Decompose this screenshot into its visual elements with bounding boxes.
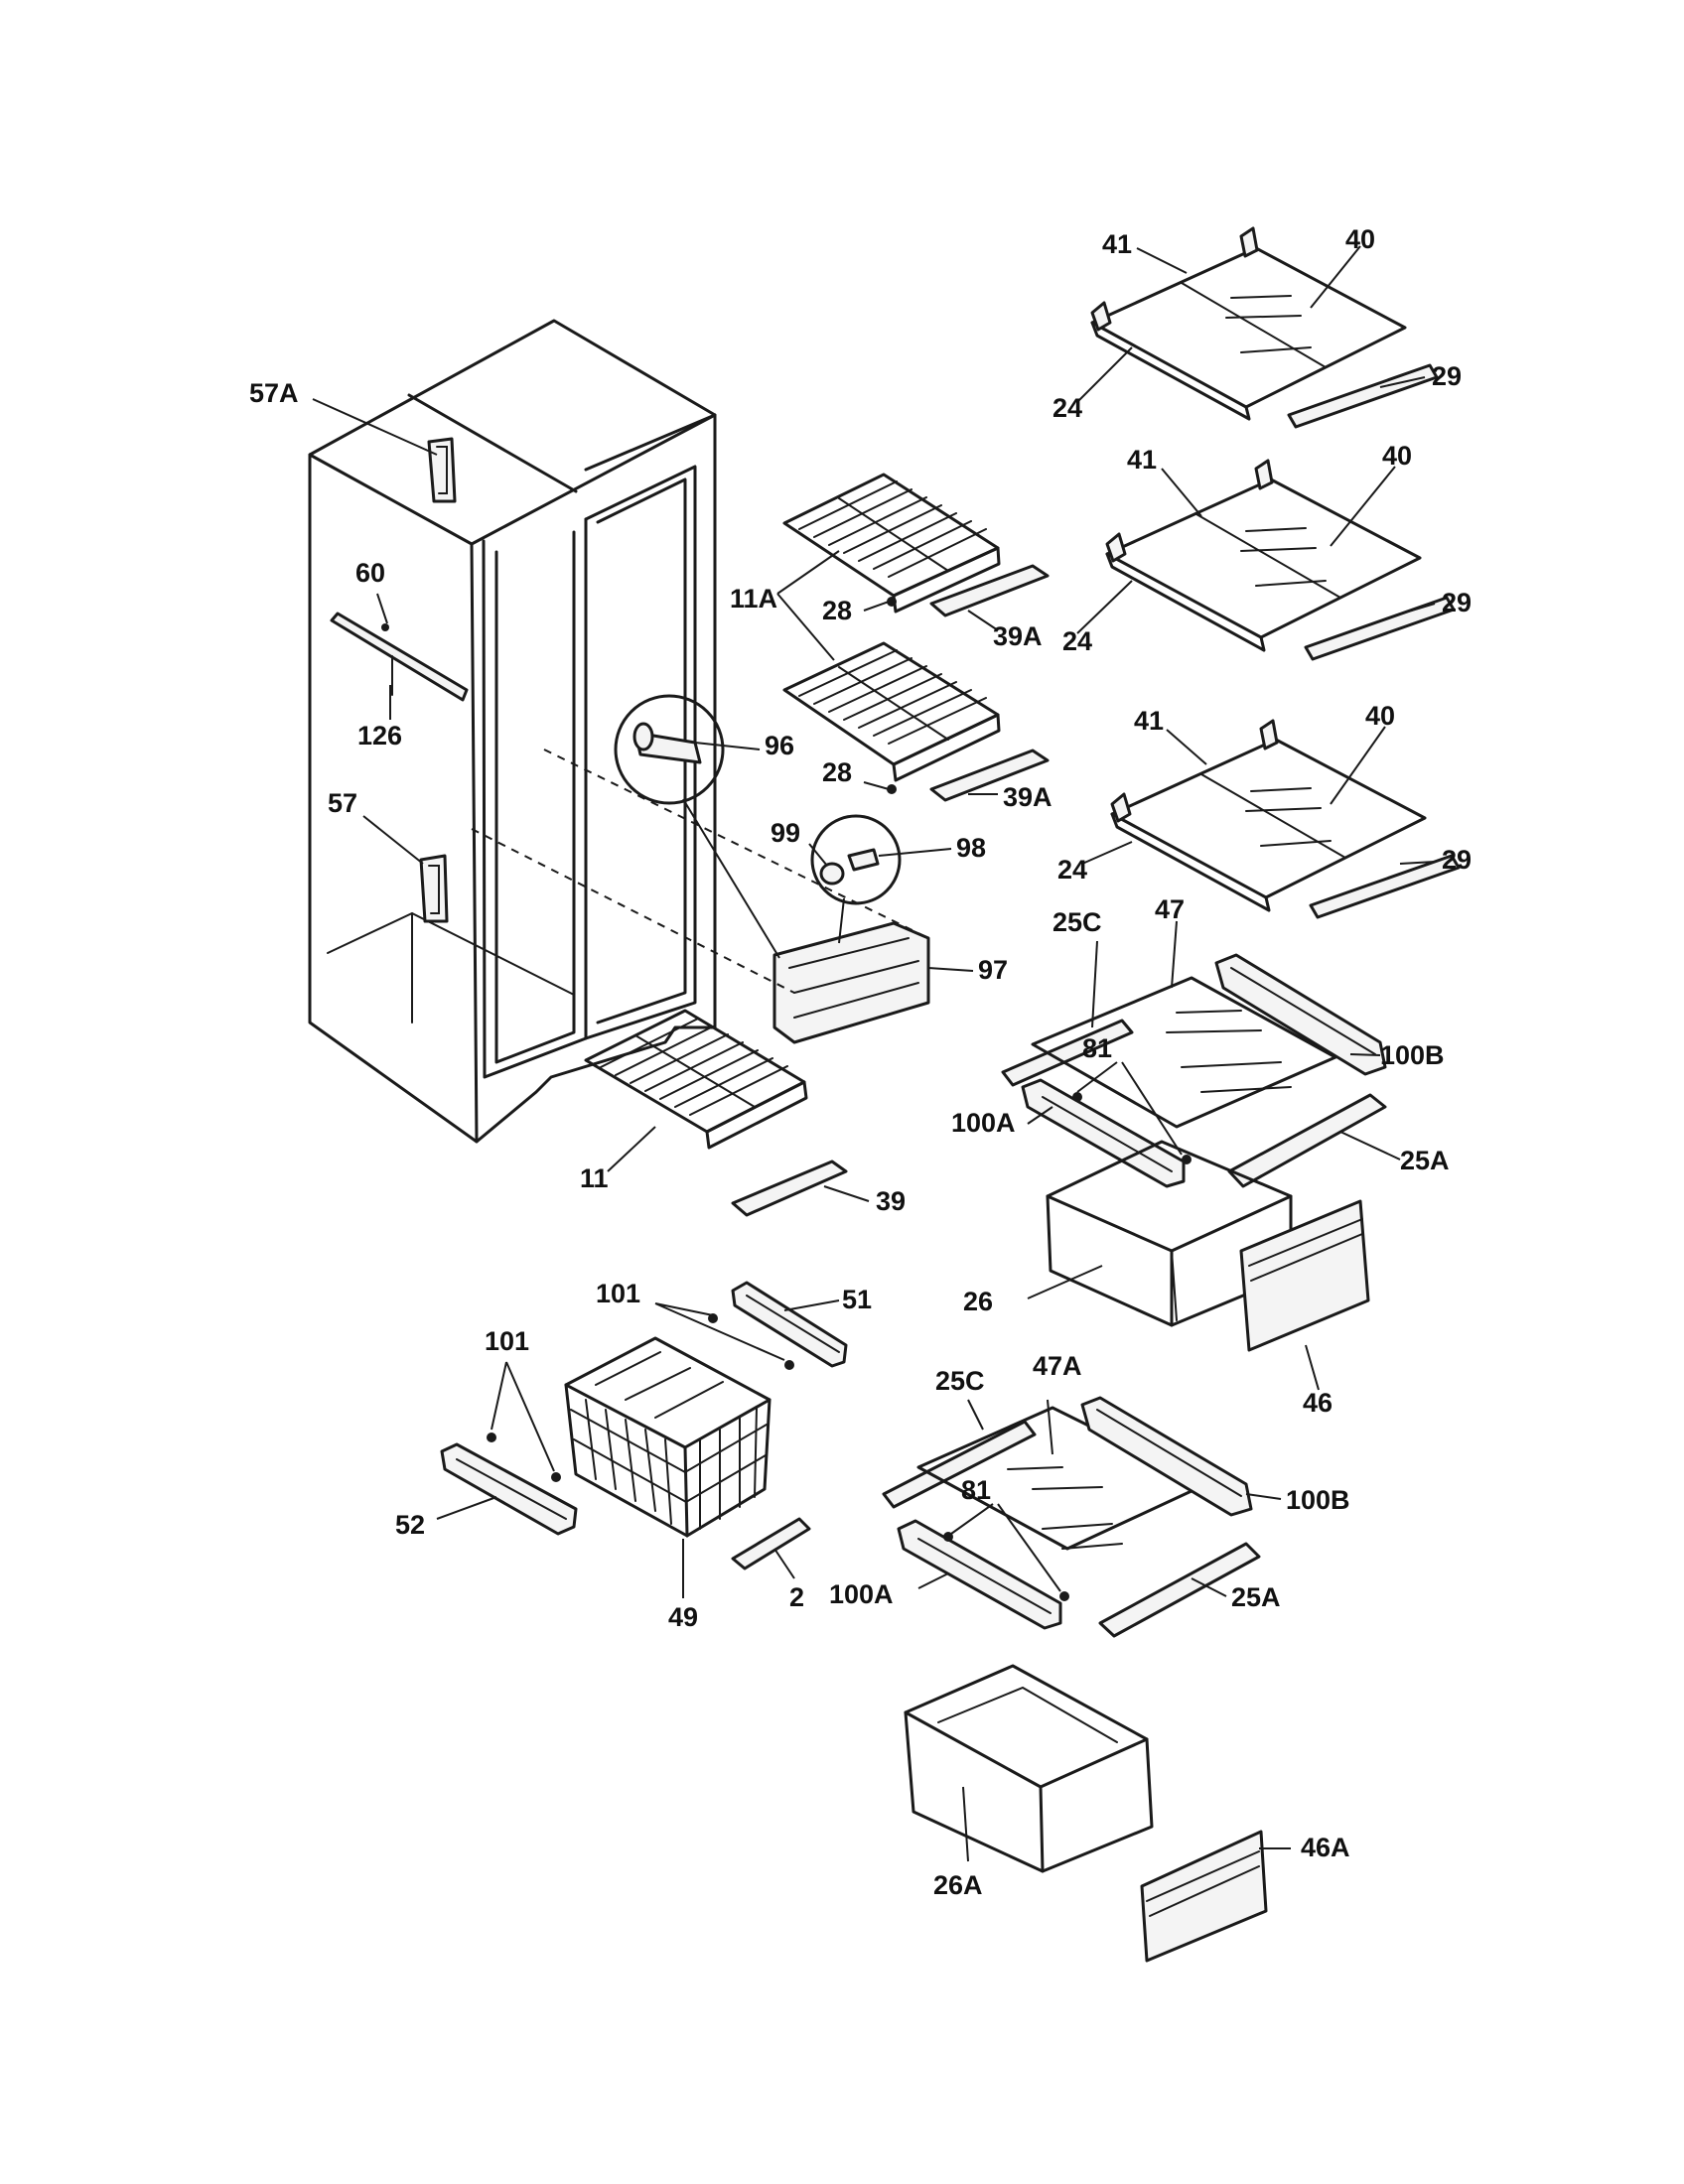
callout-46: 46 bbox=[1303, 1388, 1333, 1418]
callout-100B-upper: 100B bbox=[1380, 1040, 1445, 1070]
callout-41-middle: 41 bbox=[1127, 445, 1157, 475]
shelf-trim-39A-lower bbox=[887, 749, 1050, 802]
callout-25A-upper: 25A bbox=[1400, 1146, 1450, 1175]
basket-trim-2 bbox=[731, 1517, 811, 1570]
callout-24-middle: 24 bbox=[1062, 626, 1092, 656]
callout-100A-upper: 100A bbox=[951, 1108, 1016, 1138]
refrigerator-cabinet bbox=[308, 319, 717, 1144]
control-assembly bbox=[471, 694, 930, 1044]
callout-11A: 11A bbox=[730, 584, 777, 614]
callout-98: 98 bbox=[956, 833, 986, 863]
callout-28-upper: 28 bbox=[822, 596, 852, 625]
callout-57: 57 bbox=[328, 788, 357, 818]
callout-126: 126 bbox=[357, 721, 402, 751]
callout-96: 96 bbox=[765, 731, 794, 760]
basket-rail-51 bbox=[708, 1281, 848, 1370]
callout-100B-lower: 100B bbox=[1286, 1485, 1350, 1515]
callout-11: 11 bbox=[580, 1163, 609, 1193]
callout-57A: 57A bbox=[249, 378, 299, 408]
callout-40-middle: 40 bbox=[1382, 441, 1412, 471]
callout-39A-upper: 39A bbox=[993, 621, 1043, 651]
callout-81-lower: 81 bbox=[961, 1475, 991, 1505]
callout-28-lower: 28 bbox=[822, 757, 852, 787]
callout-39: 39 bbox=[876, 1186, 906, 1216]
shelf-trim-39 bbox=[731, 1160, 848, 1217]
callout-26: 26 bbox=[963, 1287, 993, 1316]
glass-shelf-top bbox=[1090, 226, 1439, 429]
crisper-assembly-upper bbox=[1001, 953, 1387, 1352]
callout-24-bottom: 24 bbox=[1057, 855, 1087, 885]
callout-24-top: 24 bbox=[1052, 393, 1082, 423]
wire-shelf-11 bbox=[584, 1009, 808, 1150]
callout-29-middle: 29 bbox=[1442, 588, 1472, 617]
callout-leaders bbox=[312, 245, 1436, 1862]
callout-97: 97 bbox=[978, 955, 1008, 985]
callout-99: 99 bbox=[771, 818, 800, 848]
callout-49: 49 bbox=[668, 1602, 698, 1632]
callout-2: 2 bbox=[789, 1582, 804, 1612]
callout-46A: 46A bbox=[1301, 1833, 1350, 1862]
callout-101-support: 101 bbox=[485, 1326, 529, 1356]
callout-40-bottom: 40 bbox=[1365, 701, 1395, 731]
callout-26A: 26A bbox=[933, 1870, 983, 1900]
callout-100A-lower: 100A bbox=[829, 1579, 894, 1609]
callout-51: 51 bbox=[842, 1285, 872, 1314]
callout-29-bottom: 29 bbox=[1442, 845, 1472, 875]
callout-41-top: 41 bbox=[1102, 229, 1132, 259]
wire-shelf-11A-lower bbox=[782, 641, 1001, 782]
shelf-trim-39A-upper bbox=[887, 564, 1050, 617]
wire-shelf-11A-upper bbox=[782, 473, 1001, 614]
callout-41-bottom: 41 bbox=[1134, 706, 1164, 736]
glass-shelf-middle bbox=[1105, 459, 1456, 661]
basket-support-52 bbox=[440, 1433, 578, 1536]
callout-25C-upper: 25C bbox=[1052, 907, 1102, 937]
callout-25A-lower: 25A bbox=[1231, 1582, 1281, 1612]
callout-25C-lower: 25C bbox=[935, 1366, 985, 1396]
callout-40-top: 40 bbox=[1345, 224, 1375, 254]
callout-47A: 47A bbox=[1033, 1351, 1082, 1381]
callout-47: 47 bbox=[1155, 894, 1185, 924]
glass-shelf-bottom bbox=[1110, 719, 1461, 919]
callout-101-rail: 101 bbox=[596, 1279, 640, 1308]
freezer-basket-49 bbox=[564, 1336, 772, 1538]
callout-81-upper: 81 bbox=[1082, 1033, 1112, 1063]
callout-52: 52 bbox=[395, 1510, 425, 1540]
callout-60: 60 bbox=[355, 558, 385, 588]
callout-39A-lower: 39A bbox=[1003, 782, 1052, 812]
crisper-assembly-lower bbox=[882, 1396, 1268, 1963]
callout-29-top: 29 bbox=[1432, 361, 1462, 391]
callout-labels: 57A 60 126 57 96 99 98 97 11A 28 39A 28 … bbox=[249, 224, 1472, 1900]
